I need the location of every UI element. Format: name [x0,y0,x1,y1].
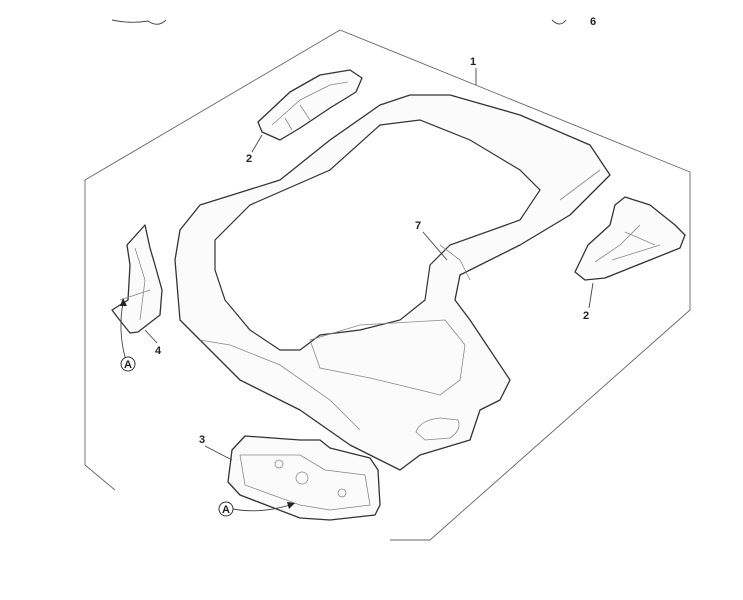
callout-2-top-leader [251,134,263,153]
reference-marker-a-lower: A [218,501,295,517]
assembly-boundary [84,29,691,541]
callout-3-leader [204,445,233,461]
callout-2-top: 2 [246,153,252,165]
reference-marker-a-lower-label: A [222,504,230,516]
callout-2-right: 2 [583,310,589,322]
callout-7: 7 [415,220,421,232]
bracket-top [257,69,363,141]
callout-6: 6 [590,16,596,28]
partial-part-top-right [551,19,567,25]
reference-marker-a-left: A [120,298,136,372]
callout-4: 4 [155,345,162,357]
callout-4-leader [144,329,158,344]
callout-7-leader [422,231,448,261]
callout-3: 3 [199,434,205,446]
rear-frame [174,94,611,471]
callout-2-right-leader [588,282,594,309]
callout-1: 1 [470,56,476,68]
bracket-left [111,224,163,334]
partial-part-top-left [111,19,167,25]
reference-marker-a-left-label: A [124,359,132,371]
bracket-right [574,196,686,281]
panel-lower [227,435,381,521]
